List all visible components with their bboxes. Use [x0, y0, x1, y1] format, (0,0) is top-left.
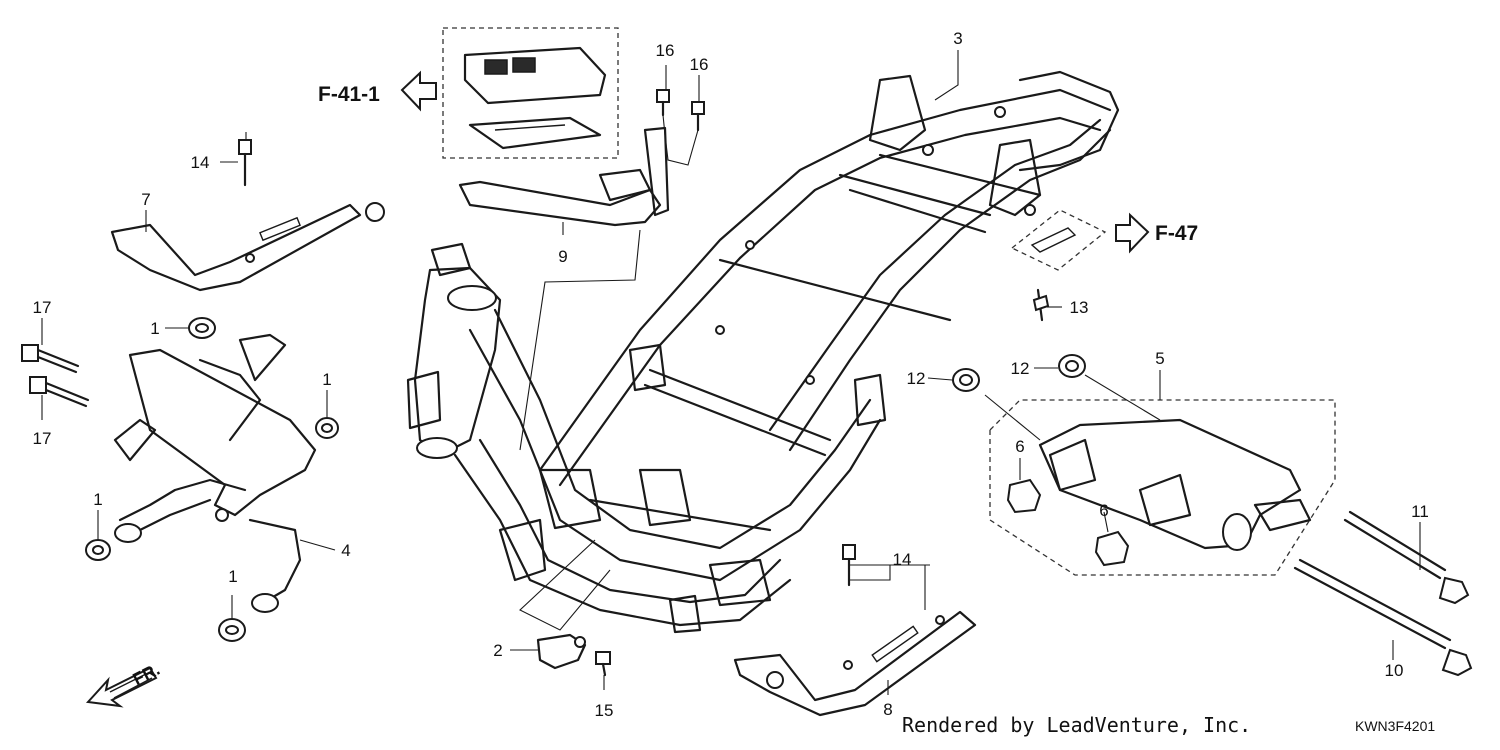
rubber-mount-part-1c[interactable]: [85, 539, 111, 561]
callout-3: 3: [953, 29, 962, 48]
bushing-part-12a[interactable]: [952, 368, 980, 392]
callout-1b: 1: [322, 370, 331, 389]
bolt-part-15[interactable]: [595, 651, 611, 677]
diagram-code: KWN3F4201: [1355, 718, 1435, 734]
callout-6b: 6: [1099, 501, 1108, 520]
bolt-part-14a[interactable]: [238, 139, 252, 187]
plate-part-7[interactable]: [110, 202, 385, 292]
callout-6a: 6: [1015, 437, 1024, 456]
callout-16a: 16: [656, 41, 675, 60]
arrow-left-icon: [400, 70, 437, 112]
callout-2: 2: [493, 641, 502, 660]
engine-hanger-part-4[interactable]: [113, 333, 317, 613]
callout-1c: 1: [93, 490, 102, 509]
callout-17b: 17: [33, 429, 52, 448]
leader-lines: [41, 50, 1421, 695]
callout-16b: 16: [690, 55, 709, 74]
rubber-mount-part-1b[interactable]: [315, 417, 339, 439]
rubber-mount-part-1d[interactable]: [218, 618, 246, 642]
swing-arm-box-part-5[interactable]: [989, 399, 1336, 576]
callout-9: 9: [558, 247, 567, 266]
reference-f47[interactable]: F-47: [1155, 222, 1198, 245]
bolt-part-11[interactable]: [1343, 510, 1470, 605]
callout-1a: 1: [150, 319, 159, 338]
rubber-block-part-6a[interactable]: [1006, 478, 1042, 514]
callout-17a: 17: [33, 298, 52, 317]
bolt-part-14b[interactable]: [842, 544, 856, 587]
callout-4: 4: [341, 541, 350, 560]
forward-direction-arrow-icon: [85, 666, 158, 708]
callout-1d: 1: [228, 567, 237, 586]
footrest-plate-part-8[interactable]: [733, 610, 977, 717]
rubber-block-part-6b[interactable]: [1094, 530, 1130, 567]
callout-14a: 14: [191, 153, 210, 172]
bolt-part-17b[interactable]: [29, 376, 90, 408]
credit-text: Rendered by LeadVenture, Inc.: [902, 713, 1251, 737]
callout-12b: 12: [1011, 359, 1030, 378]
bolt-part-16a[interactable]: [656, 89, 670, 117]
callout-10: 10: [1385, 661, 1404, 680]
rubber-mount-part-1a[interactable]: [188, 317, 216, 339]
arrow-right-icon: [1115, 212, 1150, 254]
callout-15: 15: [595, 701, 614, 720]
callout-13: 13: [1070, 298, 1089, 317]
callout-labels: 14 7 17 1 1 17 1 4 1 9 16 16 3 13 12 12 …: [33, 29, 1429, 720]
reference-f41-1[interactable]: F-41-1: [318, 83, 380, 106]
frame-body-part-3[interactable]: [406, 70, 1120, 634]
tray-box[interactable]: [1010, 209, 1107, 271]
callout-11: 11: [1411, 502, 1429, 521]
bracket-part-2[interactable]: [536, 633, 587, 670]
bolt-part-16b[interactable]: [691, 101, 705, 132]
bracket-part-9[interactable]: [458, 126, 670, 227]
callout-5: 5: [1155, 349, 1164, 368]
callout-8: 8: [883, 700, 892, 719]
callout-7: 7: [141, 190, 150, 209]
bolt-part-10[interactable]: [1293, 558, 1473, 677]
bushing-part-12b[interactable]: [1058, 354, 1086, 378]
callout-12a: 12: [907, 369, 926, 388]
clip-part-13[interactable]: [1032, 288, 1050, 322]
callout-14b: 14: [893, 550, 912, 569]
bolt-part-17a[interactable]: [21, 344, 80, 374]
ecu-assembly-box[interactable]: [442, 27, 619, 159]
